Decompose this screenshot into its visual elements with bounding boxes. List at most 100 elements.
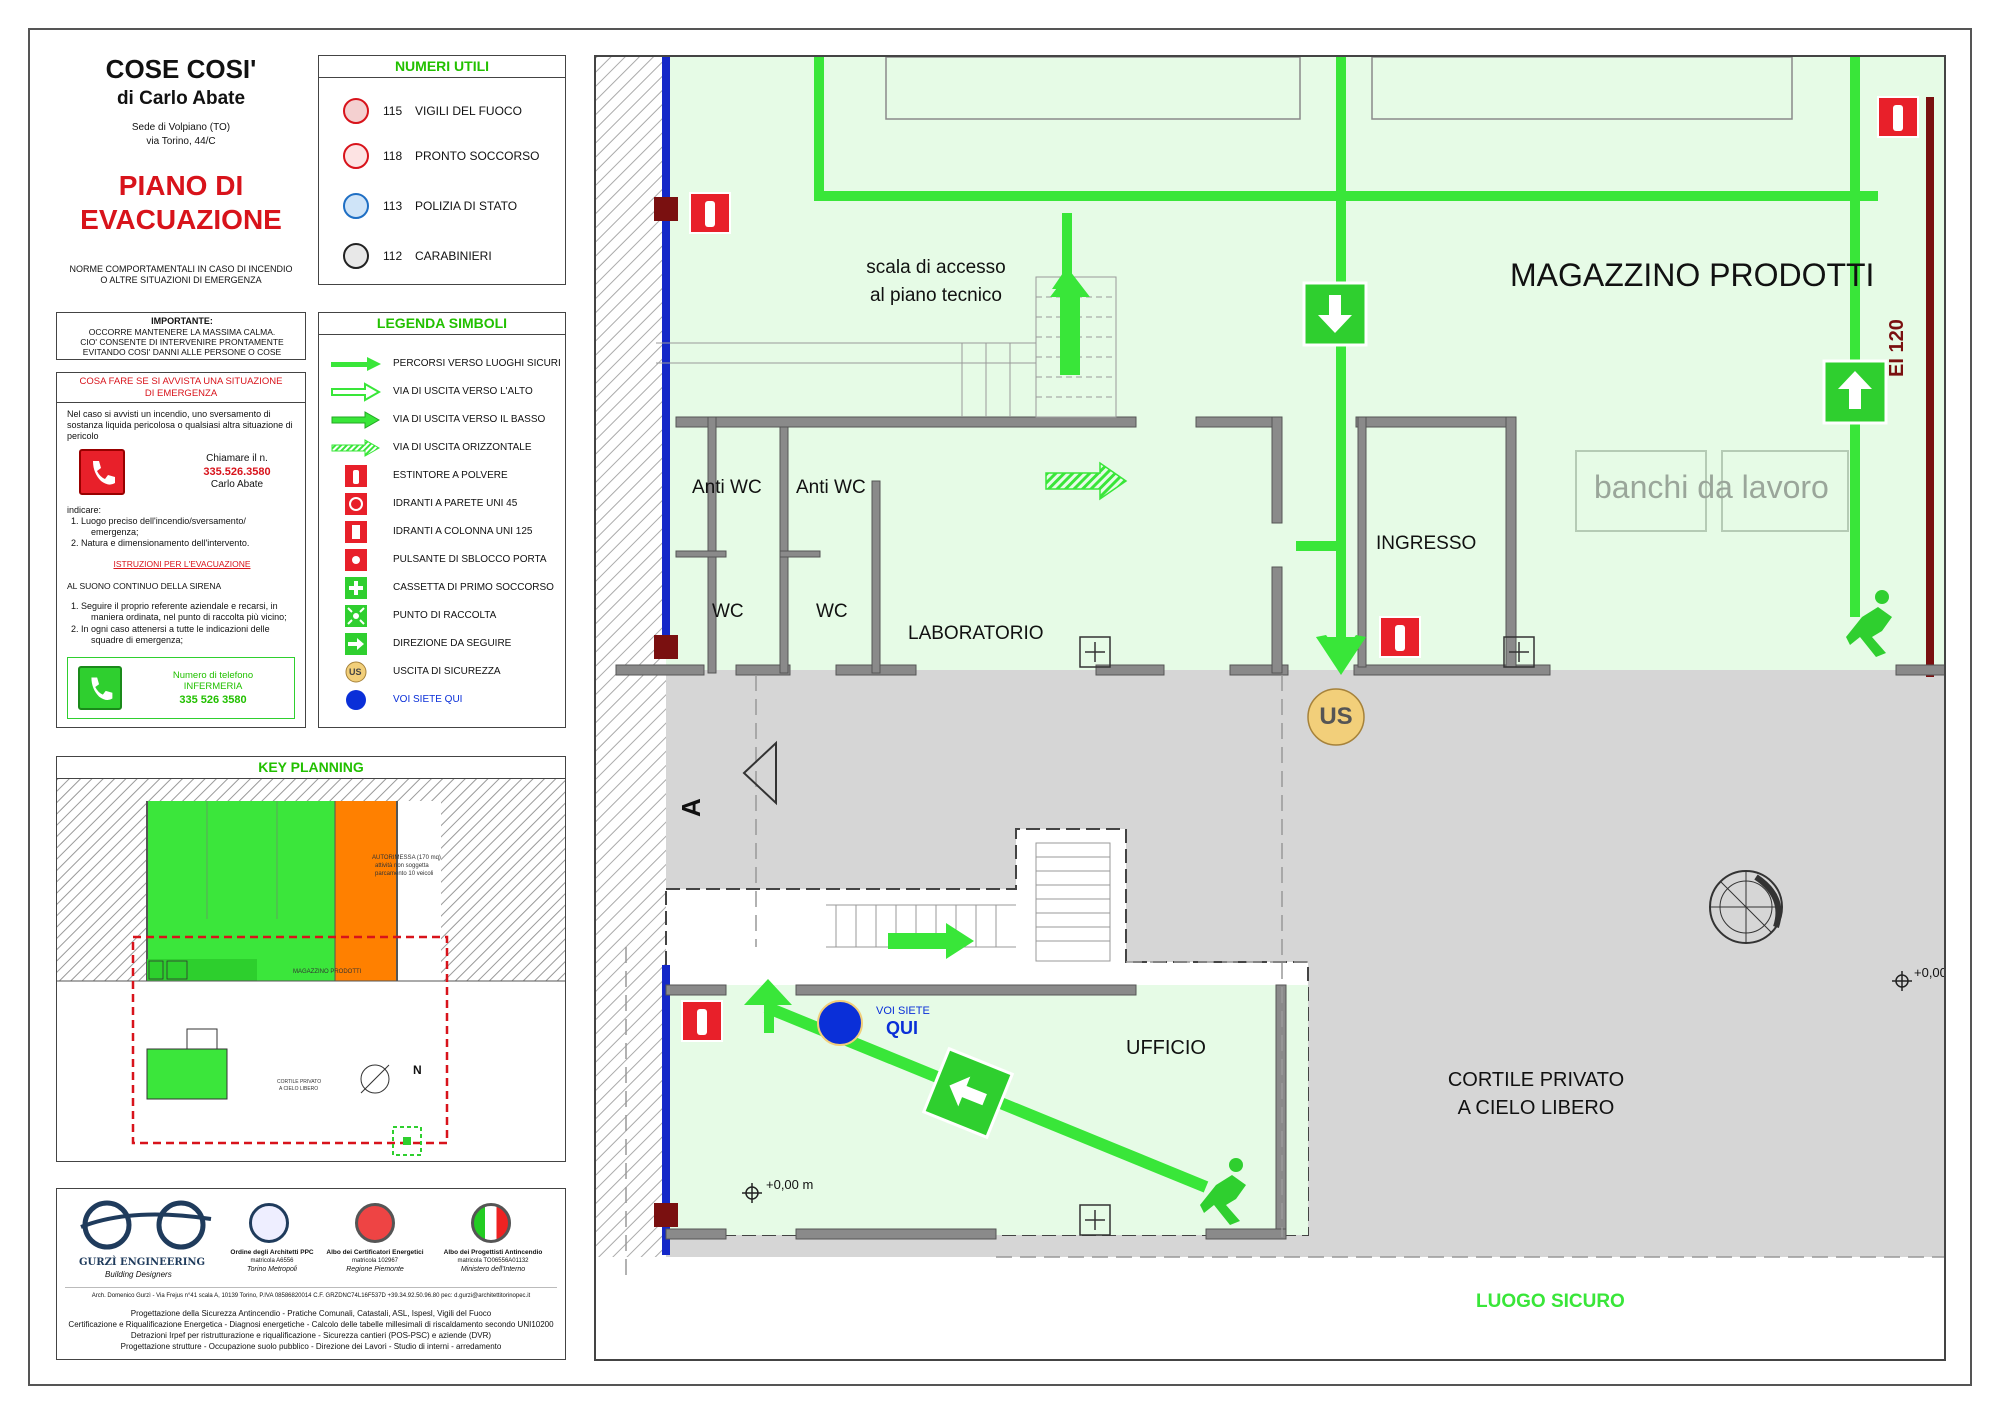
intro-line-3: pericolo bbox=[67, 431, 99, 441]
emergency-title: COSA FARE SE SI AVVISTA UNA SITUAZIONE D… bbox=[57, 373, 305, 403]
legend-label: VIA DI USCITA VERSO IL BASSO bbox=[393, 414, 546, 425]
indicate-item-1-line-1: 1. Luogo preciso dell'incendio/sversamen… bbox=[71, 516, 246, 526]
section-mark-a: A bbox=[676, 798, 706, 817]
important-title: IMPORTANTE: bbox=[151, 316, 213, 326]
step-1-line-1: 1. Seguire il proprio referente aziendal… bbox=[71, 601, 278, 611]
legend-row: IDRANTI A PARETE UNI 45 bbox=[331, 493, 561, 515]
legend-row: PERCORSI VERSO LUOGHI SICURI bbox=[331, 353, 561, 375]
number-118: 118 bbox=[383, 149, 403, 163]
room-laboratorio: LABORATORIO bbox=[908, 623, 1044, 644]
intro-line-2: sostanza liquida pericolosa o qualsiasi … bbox=[67, 420, 293, 430]
legend-label: USCITA DI SICUREZZA bbox=[393, 666, 501, 677]
safe-place-label: LUOGO SICURO bbox=[1476, 1291, 1625, 1312]
legend-label: ESTINTORE A POLVERE bbox=[393, 470, 508, 481]
call-number: 335.526.3580 bbox=[203, 466, 271, 478]
room-ingresso: INGRESSO bbox=[1376, 533, 1477, 554]
progettisti-logo-icon bbox=[471, 1203, 511, 1243]
fire-rating-label: EI 120 bbox=[1886, 319, 1908, 377]
certificatori-logo-icon bbox=[355, 1203, 395, 1243]
title-line-2: EVACUAZIONE bbox=[80, 204, 282, 235]
infirmary-line-1: Numero di telefono bbox=[172, 670, 254, 681]
legend-row: DIREZIONE DA SEGUIRE bbox=[331, 633, 561, 655]
yard-label-line-1: CORTILE PRIVATO bbox=[1447, 1069, 1625, 1091]
direction-arrow-icon bbox=[345, 633, 367, 655]
logo-1-sign: Torino Metropoli bbox=[247, 1266, 297, 1273]
room-wc-1: WC bbox=[712, 601, 744, 622]
legend-label: VIA DI USCITA ORIZZONTALE bbox=[393, 442, 532, 453]
emergency-panel: COSA FARE SE SI AVVISTA UNA SITUAZIONE D… bbox=[56, 372, 306, 728]
number-113: 113 bbox=[383, 199, 403, 213]
legend-row: VIA DI USCITA VERSO L'ALTO bbox=[331, 381, 561, 403]
legend-label: IDRANTI A PARETE UNI 45 bbox=[393, 498, 518, 509]
step-2-line-1: 2. In ogni caso attenersi a tutte le ind… bbox=[71, 624, 270, 634]
room-wc-2: WC bbox=[816, 601, 848, 622]
arrow-hatched-icon bbox=[331, 439, 381, 457]
you-are-here-line-1: VOI SIETE bbox=[876, 1005, 930, 1017]
legend-title: LEGENDA SIMBOLI bbox=[319, 313, 565, 335]
step-1-line-2: maniera ordinata, nel punto di raccolta … bbox=[91, 612, 287, 622]
exit-us-badge: US bbox=[349, 667, 362, 677]
gurzi-logo-icon bbox=[80, 1200, 212, 1250]
arrow-outline-icon bbox=[331, 382, 381, 402]
legend-row: CASSETTA DI PRIMO SOCCORSO bbox=[331, 577, 561, 599]
key-plan-drawing bbox=[57, 779, 565, 1156]
infirmary-line-2: INFERMERIA bbox=[183, 681, 243, 692]
legend-label: IDRANTI A COLONNA UNI 125 bbox=[393, 526, 533, 537]
important-line-1: OCCORRE MANTENERE LA MASSIMA CALMA. bbox=[88, 327, 276, 337]
police-icon bbox=[343, 193, 369, 219]
legend-row: VIA DI USCITA ORIZZONTALE bbox=[331, 437, 561, 459]
assembly-point-icon bbox=[345, 605, 367, 627]
call-label: Chiamare il n. bbox=[206, 453, 268, 464]
level-marker-2: +0,00 bbox=[1914, 965, 1946, 980]
ordine-logo-icon bbox=[249, 1203, 289, 1243]
logo-1-title: Ordine degli Architetti PPC bbox=[230, 1249, 314, 1256]
useful-number-row: 112 CARABINIERI bbox=[319, 241, 567, 271]
number-112: 112 bbox=[383, 249, 403, 263]
header-panel: COSE COSI' di Carlo Abate Sede di Volpia… bbox=[56, 50, 306, 290]
address-line-1: Sede di Volpiano (TO) bbox=[131, 122, 231, 133]
legend-row: VOI SIETE QUI bbox=[331, 689, 561, 711]
step-2-line-2: squadre di emergenza; bbox=[91, 635, 184, 645]
legend-label: CASSETTA DI PRIMO SOCCORSO bbox=[393, 582, 554, 593]
level-marker-1: +0,00 m bbox=[766, 1177, 814, 1192]
legend-row: US USCITA DI SICUREZZA bbox=[331, 661, 561, 683]
room-anti-wc-2: Anti WC bbox=[796, 477, 866, 498]
carabinieri-icon bbox=[343, 243, 369, 269]
exit-us-icon bbox=[345, 661, 367, 683]
infirmary-box: Numero di telefono INFERMERIA 335 526 35… bbox=[67, 657, 295, 719]
legend-panel: LEGENDA SIMBOLI PERCORSI VERSO LUOGHI SI… bbox=[318, 312, 566, 728]
arrow-solid-icon bbox=[331, 411, 381, 429]
important-line-2: CIO' CONSENTE DI INTERVENIRE PRONTAMENTE bbox=[80, 337, 284, 347]
legend-row: IDRANTI A COLONNA UNI 125 bbox=[331, 521, 561, 543]
number-115: 115 bbox=[383, 104, 403, 118]
footer-line-4: Progettazione strutture - Occupazione su… bbox=[120, 1342, 502, 1351]
useful-number-row: 113 POLIZIA DI STATO bbox=[319, 191, 567, 221]
legend-row: ESTINTORE A POLVERE bbox=[331, 465, 561, 487]
workbench-label: banchi da lavoro bbox=[1594, 469, 1829, 505]
legend-label: VOI SIETE QUI bbox=[393, 694, 463, 705]
legend-row: VIA DI USCITA VERSO IL BASSO bbox=[331, 409, 561, 431]
exit-badge-us: US bbox=[1319, 703, 1353, 730]
phone-icon bbox=[79, 449, 125, 495]
first-aid-icon bbox=[345, 577, 367, 599]
room-magazzino-label: MAGAZZINO PRODOTTI bbox=[1510, 257, 1875, 293]
label-112: CARABINIERI bbox=[415, 249, 492, 263]
footer-line-2: Certificazione e Riqualificazione Energe… bbox=[68, 1320, 554, 1329]
useful-number-row: 115 VIGILI DEL FUOCO bbox=[319, 96, 567, 126]
logo-1-sub: matricola A6556 bbox=[250, 1258, 294, 1264]
label-115: VIGILI DEL FUOCO bbox=[415, 104, 522, 118]
title-line-1: PIANO DI bbox=[118, 170, 244, 201]
room-ufficio: UFFICIO bbox=[1126, 1037, 1206, 1059]
indicate-item-2: 2. Natura e dimensionamento dell'interve… bbox=[71, 538, 250, 548]
indicate-label: indicare: bbox=[67, 505, 102, 515]
infirmary-phone-icon bbox=[78, 666, 122, 710]
intro-line-1: Nel caso si avvisti un incendio, uno sve… bbox=[67, 409, 271, 419]
important-panel: IMPORTANTE: OCCORRE MANTENERE LA MASSIMA… bbox=[56, 312, 306, 360]
key-cortile-line-1: CORTILE PRIVATO bbox=[277, 1079, 322, 1085]
legend-row: PUNTO DI RACCOLTA bbox=[331, 605, 561, 627]
evacuation-instructions-title: ISTRUZIONI PER L'EVACUAZIONE bbox=[113, 559, 251, 569]
address-line-2: via Torino, 44/C bbox=[146, 136, 216, 147]
legend-row: PULSANTE DI SBLOCCO PORTA bbox=[331, 549, 561, 571]
company-name: COSE COSI' bbox=[105, 54, 257, 84]
useful-number-row: 118 PRONTO SOCCORSO bbox=[319, 141, 567, 171]
